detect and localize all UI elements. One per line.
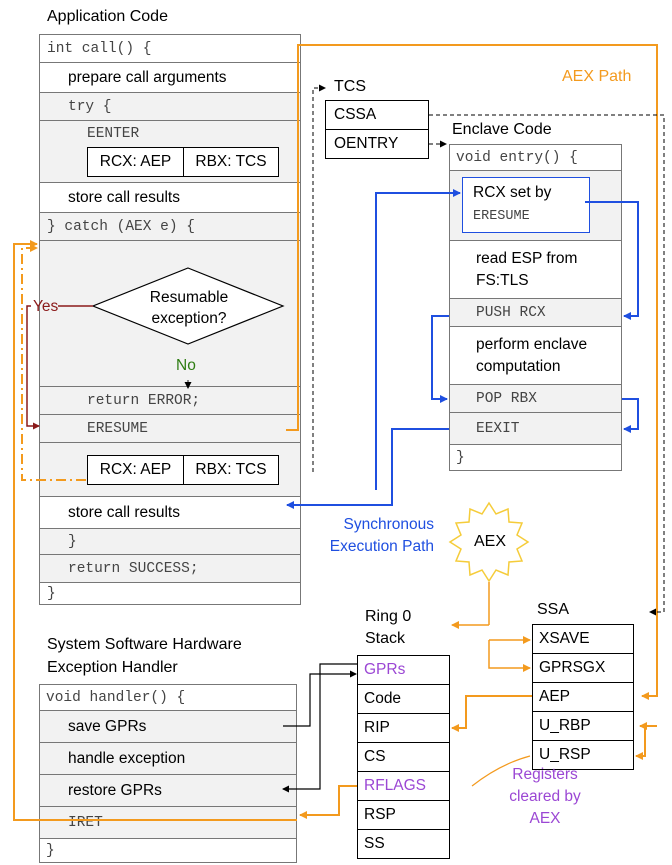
- reg-rcx-aep-2: RCX: AEP: [87, 455, 184, 485]
- line-eenter: EENTER: [87, 126, 140, 142]
- eexit-to-store-arrow: [286, 428, 449, 509]
- rflags-to-iret-arrow: [299, 785, 357, 819]
- line-close-call: }: [47, 585, 56, 602]
- line-close-try: }: [40, 529, 300, 555]
- line-void-handler: void handler() {: [40, 685, 296, 711]
- yes-arrow: [26, 305, 40, 430]
- reg-rbx-tcs: RBX: TCS: [183, 147, 279, 177]
- tcs-pointer-dashed: [312, 84, 326, 472]
- ring0-ss: SS: [357, 829, 450, 859]
- cssa-to-ssa-dashed: [429, 114, 665, 616]
- line-restore-gprs: restore GPRs: [40, 775, 296, 807]
- ring0-code: Code: [357, 684, 450, 714]
- ring0-rsp: RSP: [357, 800, 450, 830]
- ssa-u-rsp: U_RSP: [532, 740, 634, 770]
- aex-path-arrow: [286, 44, 658, 700]
- line-return-success: return SUCCESS;: [40, 555, 300, 583]
- line-eresume: ERESUME: [40, 415, 300, 443]
- sync-path-label: Synchronous Execution Path: [329, 516, 434, 555]
- u-rsp-arrow: [635, 726, 646, 760]
- ssa-u-rbp: U_RBP: [532, 711, 634, 741]
- tcs-title: TCS: [334, 78, 366, 95]
- line-handle-exception: handle exception: [40, 743, 296, 775]
- aex-burst-label: AEX: [474, 533, 507, 550]
- line-eexit: EEXIT: [450, 413, 621, 445]
- push-to-pop-arrow: [431, 315, 449, 403]
- decision-diamond: [91, 267, 285, 345]
- eresume-block: RCX: AEP RBX: TCS: [40, 443, 300, 497]
- line-prepare-args: prepare call arguments: [40, 63, 300, 93]
- line-void-entry: void entry() {: [450, 145, 621, 171]
- iret-return-arrow: [13, 240, 297, 821]
- save-gprs-arrow: [283, 670, 357, 727]
- registers-cleared-label: Registers cleared by AEX: [509, 766, 581, 827]
- tcs-oentry: OENTRY: [325, 129, 429, 159]
- pop-to-eexit-arrow: [622, 398, 639, 433]
- rcx-set-by-eresume-box: RCX set by ERESUME: [462, 177, 590, 233]
- line-read-esp: read ESP from FS:TLS: [450, 241, 621, 299]
- line-handler-close: }: [46, 842, 55, 859]
- line-pop-rbx: POP RBX: [450, 385, 621, 413]
- aex-to-gprsgx-arrow: [488, 640, 531, 672]
- aep-to-rip-arrow: [451, 695, 532, 732]
- eresume-label: ERESUME: [473, 209, 530, 224]
- handler-title: System Software Hardware Exception Handl…: [47, 636, 242, 676]
- decision-text: Resumable exception?: [149, 289, 229, 327]
- registers-cleared-line: [471, 755, 531, 787]
- line-catch-aex: } catch (AEX e) {: [40, 213, 300, 241]
- line-try: try {: [40, 93, 300, 121]
- ring0-stack-title: Ring 0 Stack: [365, 608, 412, 647]
- line-save-gprs: save GPRs: [40, 711, 296, 743]
- eenter-block: EENTER RCX: AEP RBX: TCS: [40, 121, 300, 183]
- ssa-gprsgx: GPRSGX: [532, 653, 634, 683]
- yes-label: Yes: [33, 298, 59, 315]
- handler-box: void handler() { save GPRs handle except…: [39, 684, 297, 863]
- enclave-code-box: void entry() { RCX set by ERESUME read E…: [449, 144, 622, 471]
- ring0-rip: RIP: [357, 713, 450, 743]
- ssa-xsave: XSAVE: [532, 624, 634, 654]
- aex-starburst: [448, 501, 530, 583]
- no-label: No: [176, 357, 196, 374]
- aex-return-dashdot: [21, 244, 86, 481]
- reg-rbx-tcs-2: RBX: TCS: [183, 455, 279, 485]
- line-store-results-2: store call results: [40, 497, 300, 529]
- line-return-error: return ERROR;: [40, 387, 300, 415]
- line-store-results-1: store call results: [40, 183, 300, 213]
- rcx-set-by-label: RCX set by: [473, 184, 552, 201]
- enclave-code-title: Enclave Code: [452, 121, 552, 138]
- line-enclave-close: }: [456, 449, 465, 466]
- app-code-title: Application Code: [47, 8, 168, 25]
- line-perform-computation: perform enclave computation: [450, 327, 621, 385]
- ssa-title: SSA: [537, 601, 570, 618]
- sync-to-rcx-arrow: [375, 189, 461, 490]
- line-push-rcx: PUSH RCX: [450, 299, 621, 327]
- rcx-to-push-arrow: [585, 201, 639, 320]
- aex-path-label: AEX Path: [562, 68, 632, 85]
- restore-gprs-arrow: [282, 663, 357, 793]
- line-iret: IRET: [40, 807, 296, 839]
- rcx-set-block: RCX set by ERESUME: [450, 171, 621, 241]
- reg-rcx-aep: RCX: AEP: [87, 147, 184, 177]
- line-int-call: int call() {: [40, 35, 300, 63]
